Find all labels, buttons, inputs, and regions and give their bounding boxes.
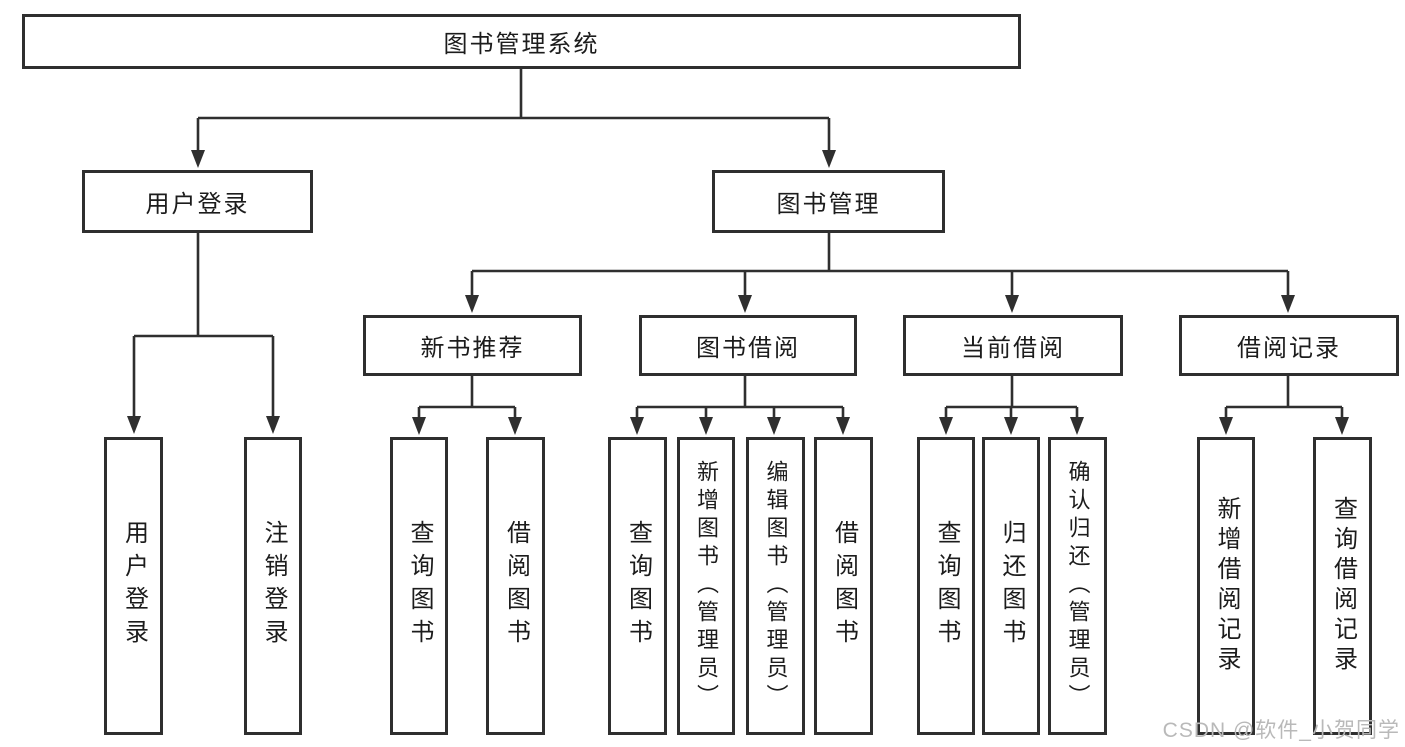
node-current-borrowing: 当前借阅 xyxy=(903,315,1123,376)
leaf-edit-book-admin-label: 编辑图书（管理员） xyxy=(763,460,789,712)
node-root-label: 图书管理系统 xyxy=(443,31,600,58)
leaf-confirm-return-admin: 确认归还（管理员） xyxy=(1048,437,1107,735)
leaf-query-books-current-label: 查询图书 xyxy=(933,520,960,652)
leaf-user-login-label: 用户登录 xyxy=(120,520,148,652)
leaf-query-books-current: 查询图书 xyxy=(917,437,975,735)
leaf-add-borrow-record: 新增借阅记录 xyxy=(1197,437,1255,735)
leaf-logout: 注销登录 xyxy=(244,437,302,735)
leaf-borrow-books-recommend-label: 借阅图书 xyxy=(502,520,530,652)
leaf-query-books-recommend-label: 查询图书 xyxy=(406,520,433,652)
leaf-query-borrow-record: 查询借阅记录 xyxy=(1313,437,1372,735)
leaf-borrow-books-borrowing-label: 借阅图书 xyxy=(830,520,858,652)
node-user-login: 用户登录 xyxy=(82,170,313,233)
leaf-return-book-label: 归还图书 xyxy=(998,520,1025,652)
watermark: CSDN @软件_小贺同学 xyxy=(1162,719,1400,742)
node-book-borrowing: 图书借阅 xyxy=(639,315,857,376)
node-user-login-label: 用户登录 xyxy=(145,191,250,218)
node-book-management: 图书管理 xyxy=(712,170,945,233)
leaf-user-login: 用户登录 xyxy=(104,437,163,735)
leaf-query-books-borrowing: 查询图书 xyxy=(608,437,667,735)
node-borrowing-records: 借阅记录 xyxy=(1179,315,1399,376)
leaf-return-book: 归还图书 xyxy=(982,437,1040,735)
leaf-query-borrow-record-label: 查询借阅记录 xyxy=(1329,496,1357,676)
leaf-add-book-admin-label: 新增图书（管理员） xyxy=(694,460,719,712)
node-book-management-label: 图书管理 xyxy=(776,191,881,218)
node-new-book-recommend-label: 新书推荐 xyxy=(420,335,525,362)
leaf-query-books-recommend: 查询图书 xyxy=(390,437,448,735)
node-borrowing-records-label: 借阅记录 xyxy=(1237,335,1341,362)
node-current-borrowing-label: 当前借阅 xyxy=(961,335,1065,362)
leaf-add-borrow-record-label: 新增借阅记录 xyxy=(1213,496,1240,676)
leaf-query-books-borrowing-label: 查询图书 xyxy=(624,520,652,652)
leaf-borrow-books-borrowing: 借阅图书 xyxy=(814,437,873,735)
node-new-book-recommend: 新书推荐 xyxy=(363,315,582,376)
node-root: 图书管理系统 xyxy=(22,14,1021,69)
leaf-borrow-books-recommend: 借阅图书 xyxy=(486,437,545,735)
leaf-add-book-admin: 新增图书（管理员） xyxy=(677,437,735,735)
leaf-logout-label: 注销登录 xyxy=(260,520,287,652)
leaf-edit-book-admin: 编辑图书（管理员） xyxy=(746,437,805,735)
leaf-confirm-return-admin-label: 确认归还（管理员） xyxy=(1065,460,1091,712)
node-book-borrowing-label: 图书借阅 xyxy=(696,335,800,362)
